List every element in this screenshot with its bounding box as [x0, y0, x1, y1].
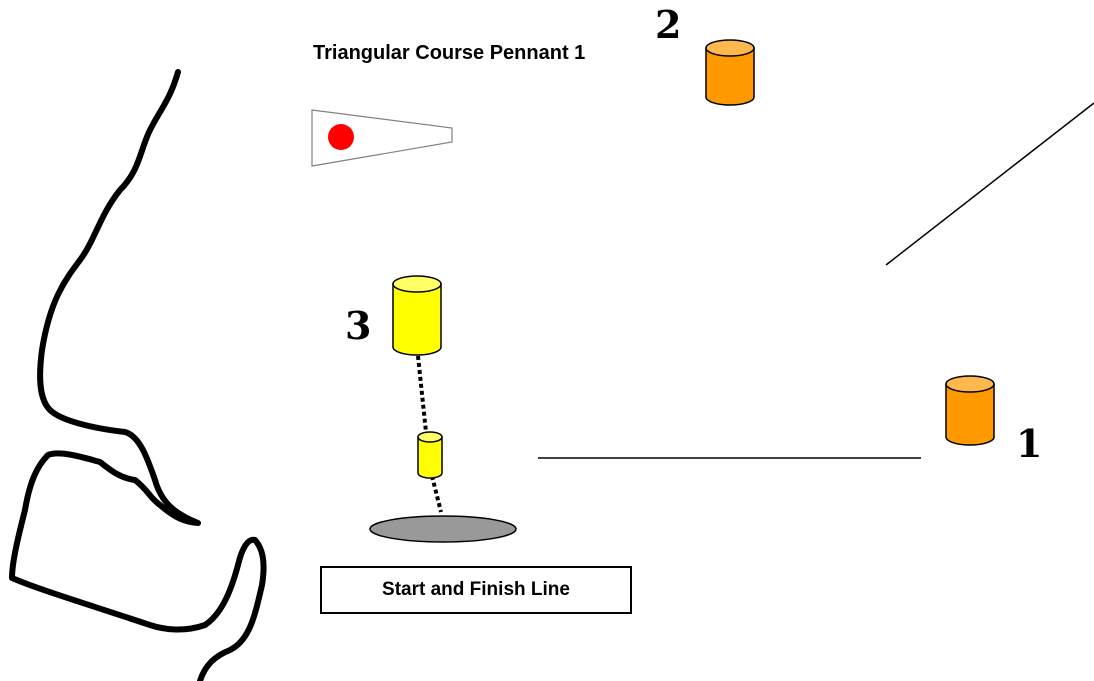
mark-1-label: 1: [1016, 421, 1043, 466]
diagram-title: Triangular Course Pennant 1: [313, 42, 586, 64]
mark-2-buoy: [705, 39, 755, 106]
mark-3-label: 3: [345, 303, 372, 348]
start-finish-label: Start and Finish Line: [320, 566, 632, 614]
mark-2-label: 2: [655, 2, 682, 47]
committee-boat: [369, 515, 517, 543]
mark-3-buoy: [392, 275, 442, 356]
shoreline: [9, 69, 267, 681]
pennant-dot: [328, 124, 354, 150]
mark-1-buoy: [945, 375, 995, 446]
start-line-dotted: [430, 475, 443, 513]
start-pin-buoy: [417, 431, 443, 479]
start-line-dotted: [416, 355, 428, 433]
pennant-flag: [311, 109, 453, 167]
course-leg-line: [885, 102, 1094, 266]
